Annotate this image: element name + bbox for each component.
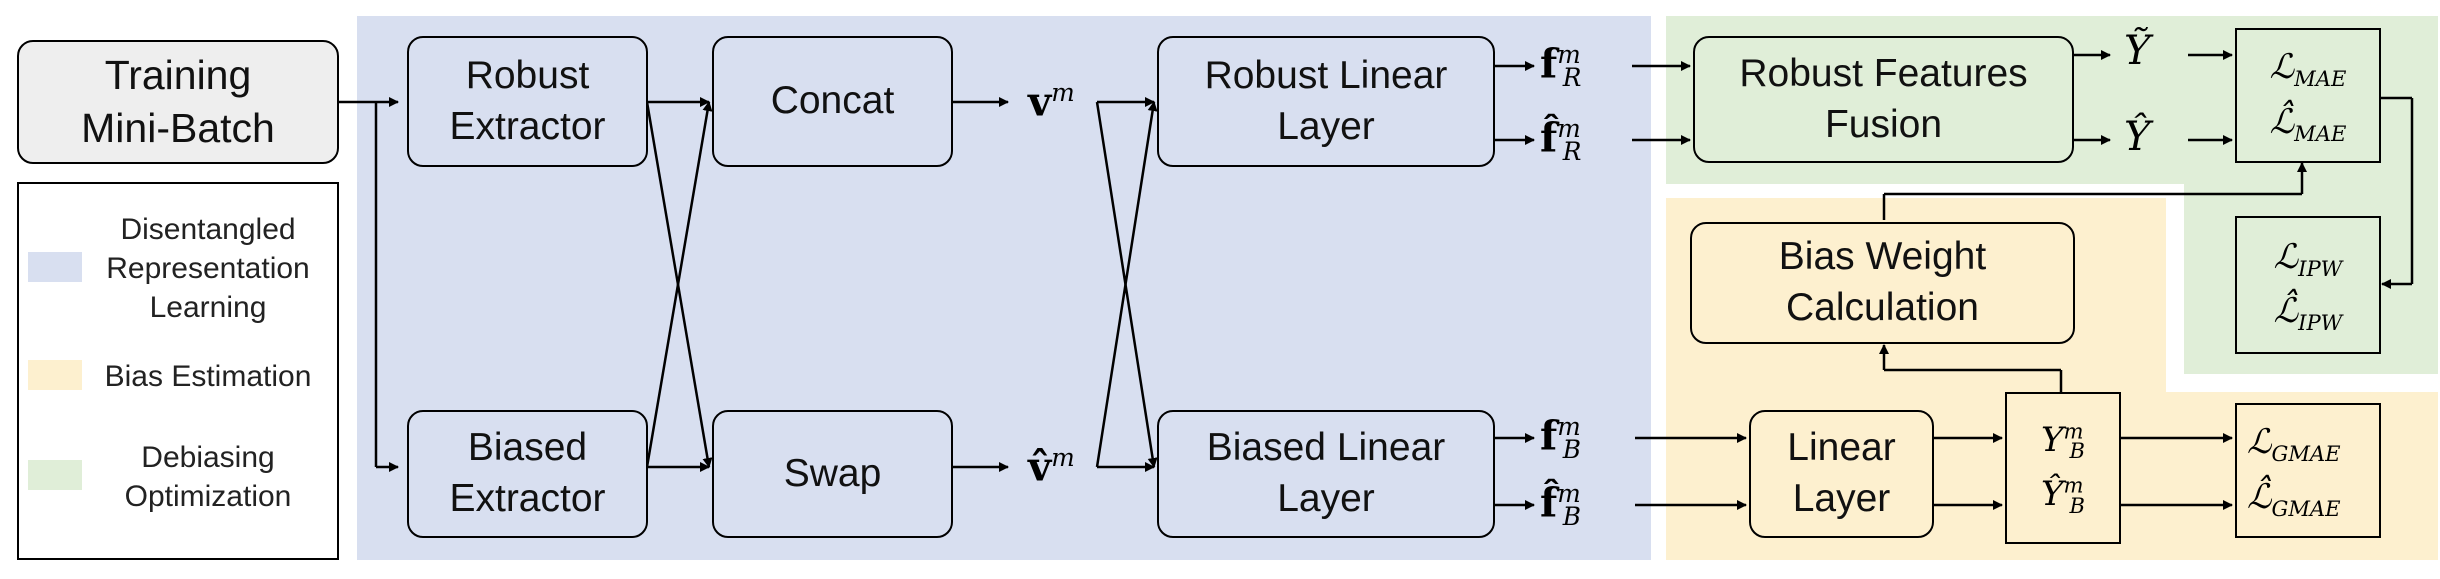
loss-gmae-term: ℒGMAE — [2247, 422, 2341, 466]
y-tilde-label: Ỹ — [2124, 28, 2151, 74]
loss-mae-hat-term: ℒ̂MAE — [2269, 101, 2347, 146]
f-r-m-label: fmR — [1540, 40, 1582, 93]
bias-region-bottom — [2166, 392, 2438, 560]
legend-swatch-bias — [28, 360, 82, 390]
loss-gmae-box: ℒGMAE ℒ̂GMAE — [2235, 403, 2381, 538]
biased-linear-layer-box: Biased Linear Layer — [1157, 410, 1495, 538]
f-r-hat-m-label: f̂mR — [1540, 114, 1582, 167]
legend-label-debias: Debiasing Optimization — [124, 441, 292, 513]
f-b-m-label: fmB — [1540, 412, 1581, 465]
f-b-hat-m-label: f̂mB — [1540, 479, 1581, 532]
concat-box: Concat — [712, 36, 953, 167]
loss-mae-box: ℒMAE ℒ̂MAE — [2235, 28, 2381, 163]
legend-swatch-disentangled — [28, 252, 82, 282]
y-b-outputs-box: YmB ŶmB — [2005, 392, 2121, 544]
loss-ipw-hat-term: ℒ̂IPW — [2273, 291, 2343, 335]
training-minibatch-box: Training Mini-Batch — [17, 40, 339, 164]
debias-region-right — [2184, 184, 2438, 374]
robust-linear-layer-box: Robust Linear Layer — [1157, 36, 1495, 167]
robust-extractor-box: Robust Extractor — [407, 36, 648, 167]
y-hat-label: Ŷ — [2124, 114, 2151, 160]
loss-mae-term: ℒMAE — [2269, 47, 2347, 91]
loss-gmae-hat-term: ℒ̂GMAE — [2247, 476, 2341, 521]
v-hat-m-label: v̂m — [1028, 443, 1075, 491]
bias-weight-calculation-box: Bias Weight Calculation — [1690, 222, 2075, 344]
swap-box: Swap — [712, 410, 953, 538]
y-b-m-term: YmB — [2041, 418, 2085, 464]
y-b-hat-m-term: ŶmB — [2041, 472, 2085, 518]
v-m-label: vm — [1028, 78, 1075, 126]
legend-label-bias: Bias Estimation — [104, 360, 312, 393]
loss-ipw-term: ℒIPW — [2273, 236, 2343, 281]
legend-label-disentangled: Disentangled Representation Learning — [106, 213, 310, 324]
loss-ipw-box: ℒIPW ℒ̂IPW — [2235, 216, 2381, 354]
robust-features-fusion-box: Robust Features Fusion — [1693, 36, 2074, 163]
linear-layer-box: Linear Layer — [1749, 410, 1934, 538]
biased-extractor-box: Biased Extractor — [407, 410, 648, 538]
legend-swatch-debias — [28, 460, 82, 490]
